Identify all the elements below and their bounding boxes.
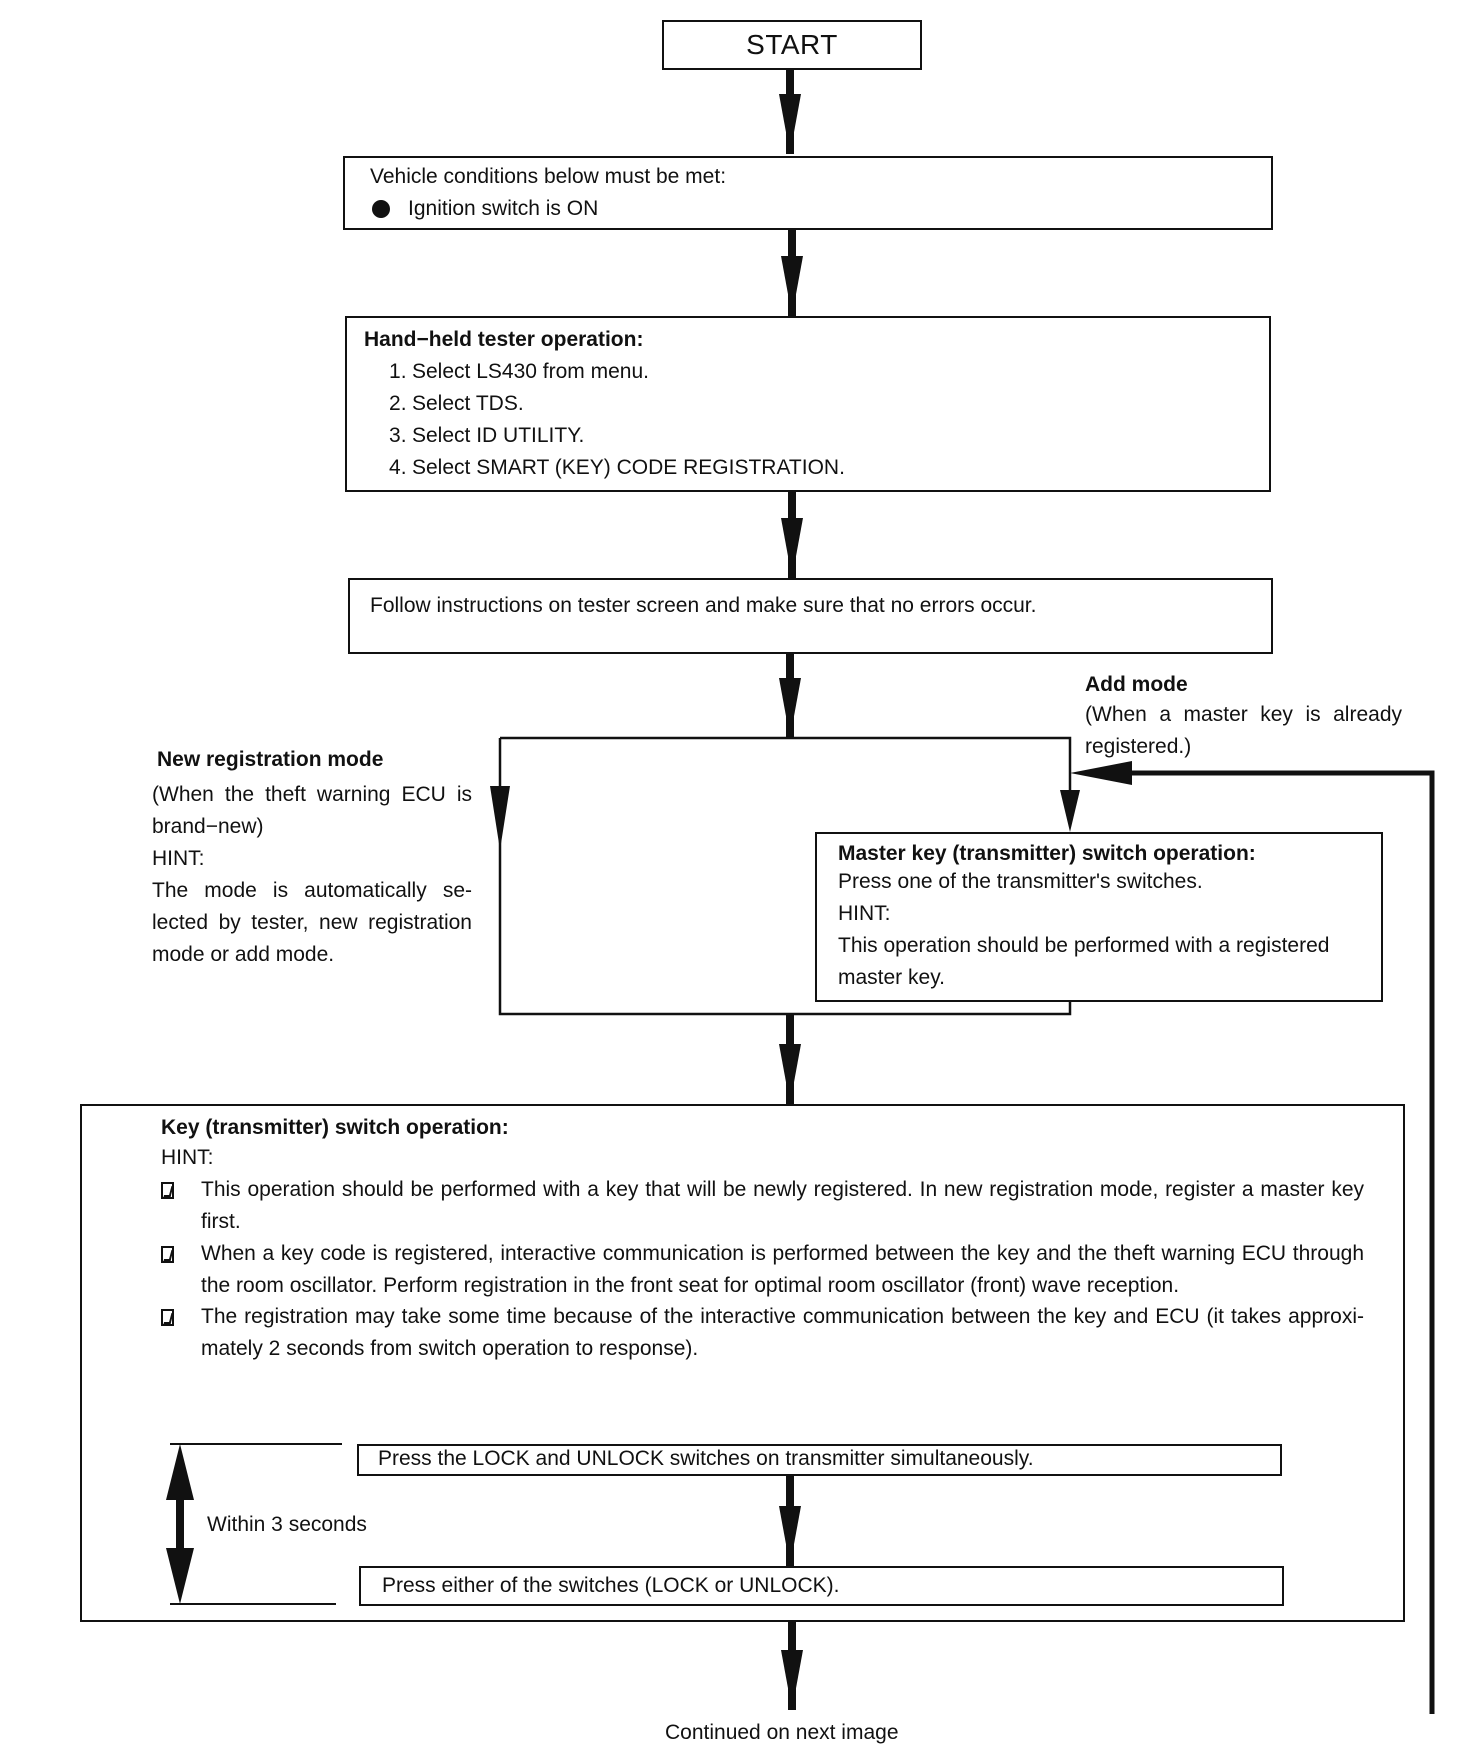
- step1-text: Press the LOCK and UNLOCK switches on tr…: [378, 1447, 1034, 1470]
- key-switch-box: [80, 1104, 1405, 1622]
- note-icon: [161, 1182, 174, 1199]
- within-arrowhead-up: [166, 1444, 194, 1500]
- key-switch-hint-label: HINT:: [161, 1146, 214, 1169]
- key-switch-heading: Key (transmitter) switch operation:: [161, 1116, 509, 1139]
- step2-box: [359, 1566, 1284, 1606]
- add-mode-loop-line: [1100, 770, 1435, 1714]
- tester-step: Select TDS.: [389, 388, 524, 420]
- note-icon: [161, 1309, 174, 1326]
- new-mode-title: New registration mode: [157, 748, 384, 771]
- within-arrowhead-down: [166, 1548, 194, 1604]
- arrowhead-1: [779, 94, 801, 154]
- bullet-icon: [372, 200, 390, 218]
- master-key-box: [815, 832, 1383, 1002]
- continued-label: Continued on next image: [665, 1721, 899, 1744]
- follow-box: [348, 578, 1273, 654]
- add-mode-title: Add mode: [1085, 673, 1188, 696]
- master-key-hint: This operation should be performed with …: [838, 934, 1330, 989]
- step2-text: Press either of the switches (LOCK or UN…: [382, 1574, 840, 1597]
- arrowhead-6: [779, 1506, 801, 1566]
- within-label: Within 3 seconds: [207, 1513, 367, 1536]
- arrowhead-4: [779, 678, 801, 738]
- master-key-line1: Press one of the transmitter's switches.: [838, 870, 1203, 893]
- new-mode-hint-label: HINT:: [152, 847, 205, 870]
- master-key-heading: Master key (transmitter) switch operatio…: [838, 842, 1256, 865]
- tester-steps: Select LS430 from menu. Select TDS. Sele…: [366, 356, 845, 484]
- arrowhead-3: [781, 518, 803, 578]
- conditions-bullet-text: Ignition switch is ON: [408, 197, 599, 220]
- key-switch-note: When a key code is registered, interacti…: [201, 1242, 1364, 1297]
- tester-step: Select SMART (KEY) CODE REGISTRATION.: [389, 452, 845, 484]
- conditions-box: [343, 156, 1273, 230]
- arrowhead-2: [781, 256, 803, 316]
- follow-text: Follow instructions on tester screen and…: [370, 594, 1037, 617]
- step1-box: [357, 1444, 1282, 1476]
- arrowhead-7: [781, 1650, 803, 1710]
- note-icon: [161, 1246, 174, 1263]
- conditions-heading: Vehicle conditions below must be met:: [370, 165, 727, 188]
- arrowhead-add-mode: [1070, 761, 1132, 785]
- new-mode-desc: (When the theft warning ECU is brand−new…: [152, 783, 472, 838]
- tester-step: Select ID UTILITY.: [389, 420, 585, 452]
- arrowhead-left-lane: [490, 786, 510, 850]
- tester-box: [345, 316, 1271, 492]
- add-mode-desc: (When a master key is already registered…: [1085, 703, 1402, 758]
- start-box: START: [662, 20, 922, 70]
- key-switch-note: This operation should be performed with …: [201, 1178, 1364, 1233]
- branch-frame: [498, 736, 1072, 1016]
- new-mode-hint: The mode is automatically se-lected by t…: [152, 879, 472, 966]
- master-key-hint-label: HINT:: [838, 902, 891, 925]
- tester-heading: Hand−held tester operation:: [364, 328, 644, 351]
- key-switch-note: The registration may take some time beca…: [201, 1305, 1364, 1360]
- arrowhead-right-lane: [1060, 790, 1080, 832]
- start-label: START: [746, 29, 838, 60]
- arrowhead-5: [779, 1044, 801, 1104]
- tester-step: Select LS430 from menu.: [389, 356, 649, 388]
